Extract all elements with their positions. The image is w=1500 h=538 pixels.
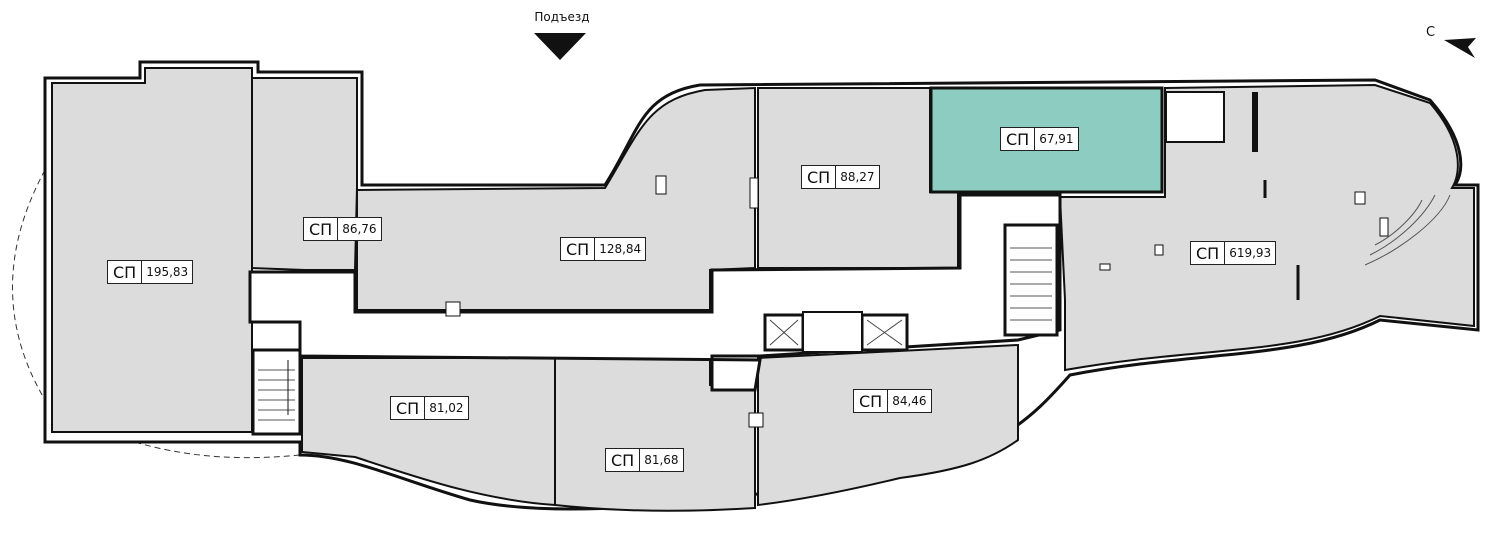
elevator-lobby: [802, 311, 863, 353]
unit-code: СП: [606, 449, 641, 471]
unit-area-value: 81,68: [644, 453, 679, 467]
unit-code: СП: [802, 166, 837, 188]
elevator-1-cross: [769, 319, 799, 346]
unit-area-81-68[interactable]: [554, 357, 756, 512]
unit-area-81-02[interactable]: [301, 357, 556, 507]
unit-label-619-93[interactable]: СП 619,93: [1190, 241, 1277, 265]
stairwell-east-steps: [1010, 247, 1052, 321]
unit-area-value: 128,84: [599, 242, 642, 256]
unit-area-86-76[interactable]: [251, 77, 358, 271]
elevator-2-cross: [866, 319, 903, 346]
unit-code: СП: [108, 261, 143, 283]
spiral-stair: [1364, 194, 1451, 266]
unit-area-84-46[interactable]: [757, 343, 1019, 507]
unit-code: СП: [304, 218, 339, 240]
unit-code: СП: [1191, 242, 1226, 264]
unit-area-value: 619,93: [1229, 246, 1272, 260]
north-arrow-icon: [1444, 38, 1476, 58]
stairwell-northeast: [1165, 91, 1225, 143]
unit-area-value: 195,83: [146, 265, 189, 279]
unit-code: СП: [561, 238, 596, 260]
unit-code: СП: [1001, 128, 1036, 150]
unit-area-619-93[interactable]: [1058, 83, 1475, 372]
unit-label-84-46[interactable]: СП 84,46: [853, 389, 932, 413]
stairwell-west-steps: [258, 369, 295, 421]
unit-label-81-68[interactable]: СП 81,68: [605, 448, 684, 472]
unit-label-81-02[interactable]: СП 81,02: [390, 396, 469, 420]
unit-label-195-83[interactable]: СП 195,83: [107, 260, 194, 284]
unit-area-value: 81,02: [429, 401, 464, 415]
unit-code: СП: [854, 390, 889, 412]
stairwell-west: [251, 348, 302, 436]
dashed-outline-west: [12, 169, 46, 401]
unit-label-88-27[interactable]: СП 88,27: [801, 165, 880, 189]
unit-area-128-84[interactable]: [356, 86, 756, 311]
unit-label-86-76[interactable]: СП 86,76: [303, 217, 382, 241]
columns: [445, 175, 1389, 428]
unit-code: СП: [391, 397, 426, 419]
north-label: С: [1426, 25, 1436, 40]
stairwell-east: [1003, 223, 1059, 337]
entrance-label: Подъезд: [534, 10, 590, 24]
unit-label-128-84[interactable]: СП 128,84: [560, 237, 647, 261]
entrance-arrow-icon: [534, 33, 586, 60]
unit-area-value: 67,91: [1039, 132, 1074, 146]
unit-area-value: 88,27: [840, 170, 875, 184]
unit-area-value: 84,46: [892, 394, 927, 408]
unit-label-67-91[interactable]: СП 67,91: [1000, 127, 1079, 151]
unit-area-value: 86,76: [342, 222, 377, 236]
unit-area-195-83[interactable]: [51, 67, 253, 433]
